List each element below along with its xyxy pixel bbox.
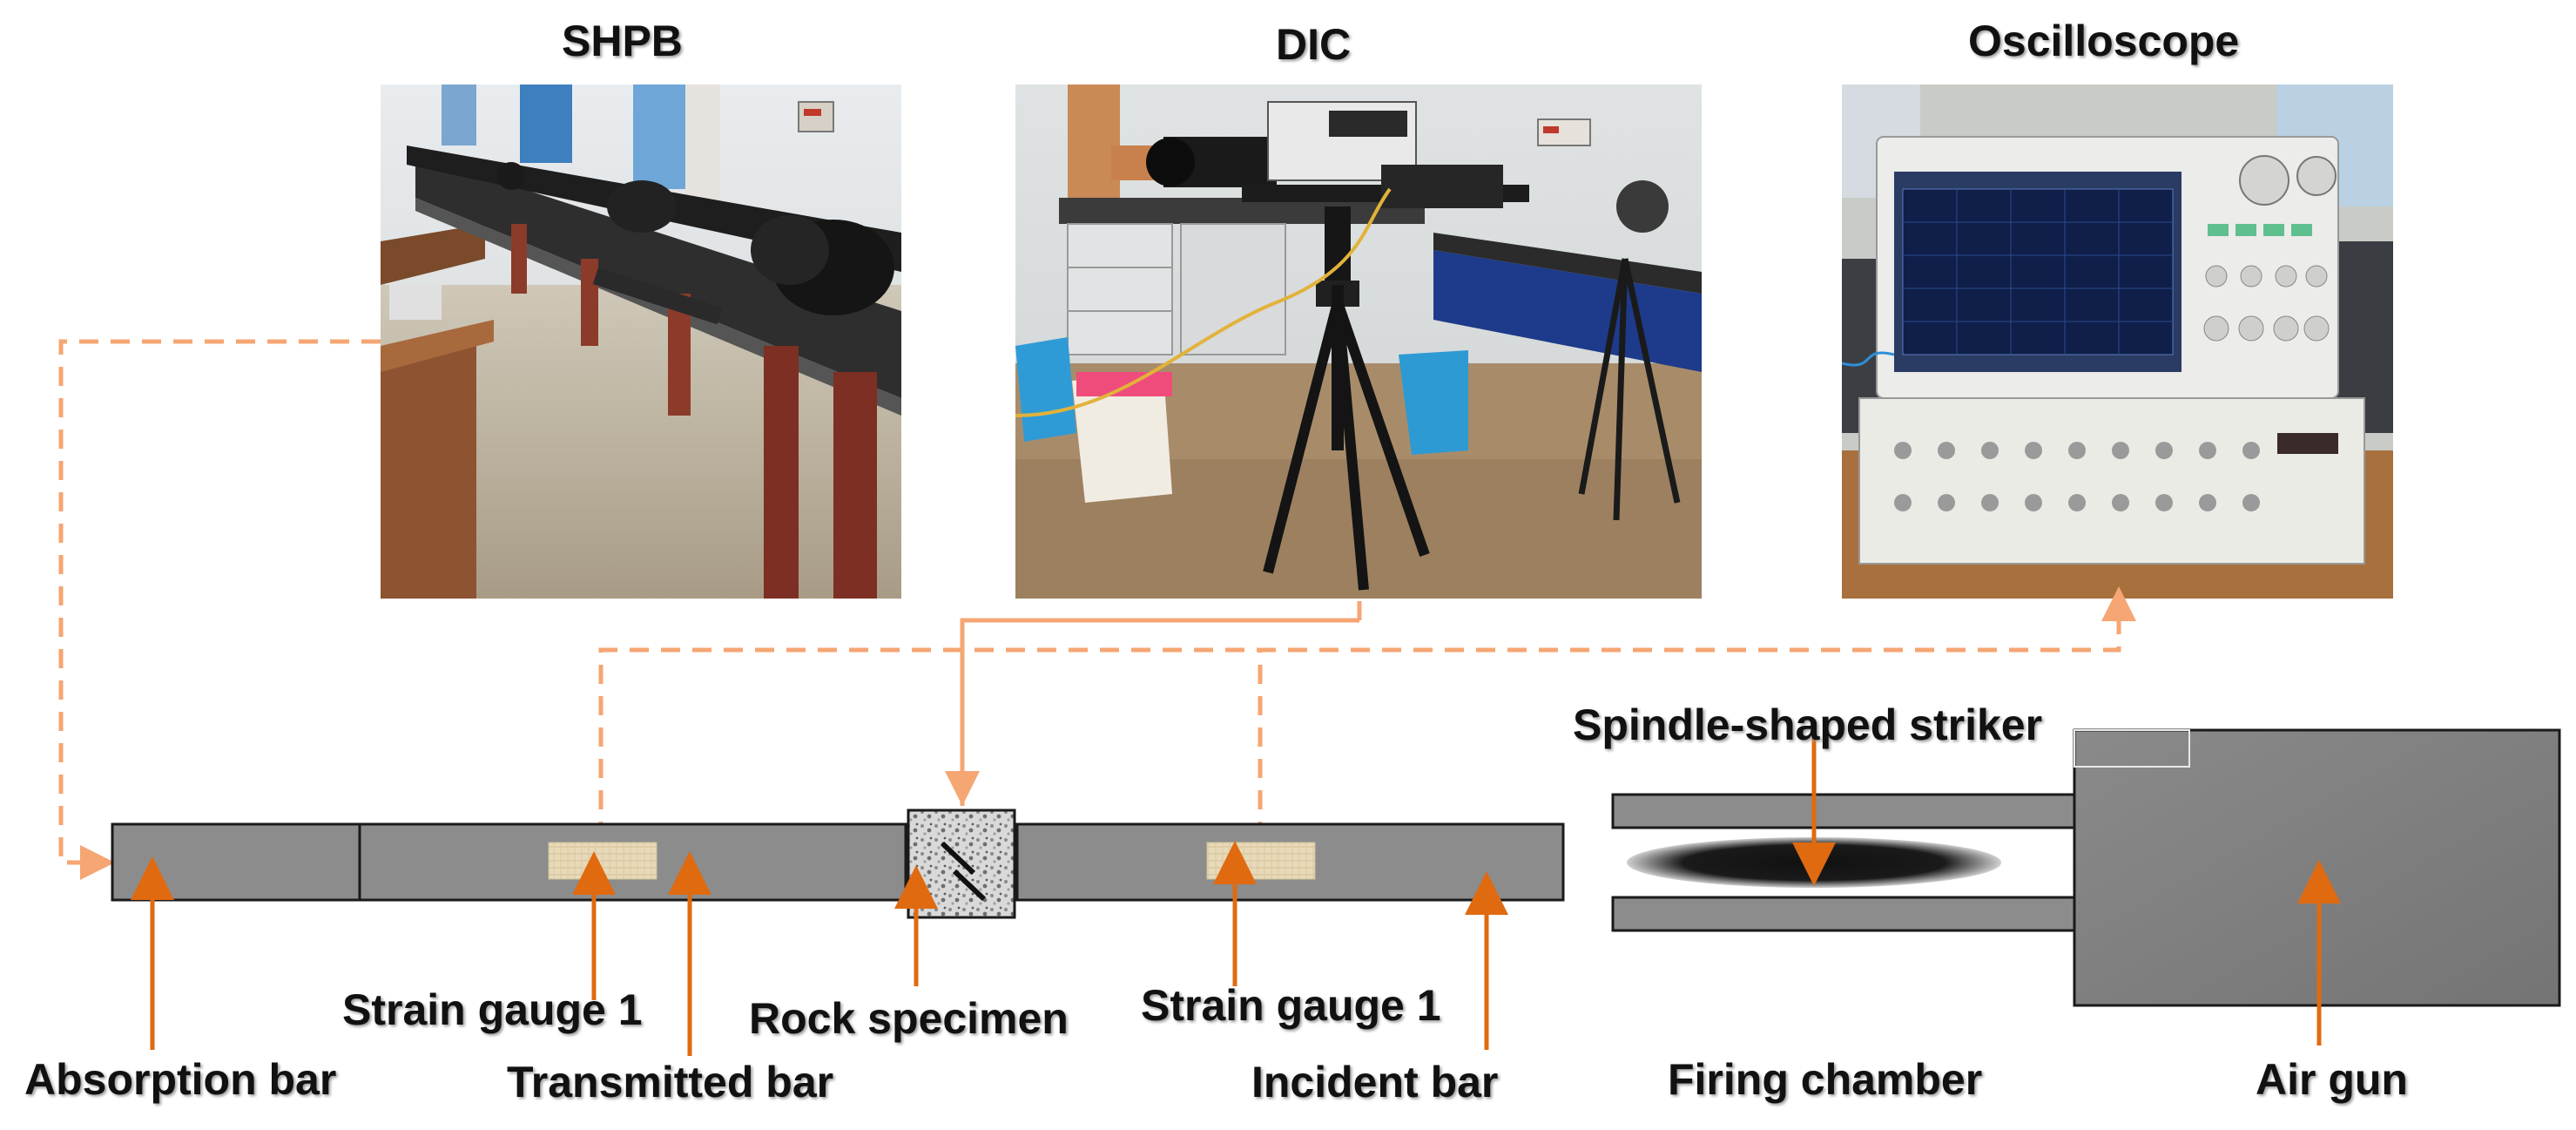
- firing-chamber-label: Firing chamber: [1668, 1055, 1983, 1104]
- pointer-arrows: [131, 732, 2341, 1056]
- oscilloscope-photo: [1842, 85, 2393, 599]
- absorption-bar: [111, 822, 361, 902]
- transmitted-bar-label: Transmitted bar: [507, 1058, 834, 1106]
- strain-gauge-incident: [1206, 842, 1316, 880]
- shpb-title: SHPB: [562, 17, 683, 65]
- strain-gauge-right-label: Strain gauge 1: [1141, 981, 1441, 1030]
- strain-gauge-left-label: Strain gauge 1: [342, 985, 643, 1034]
- air-gun-label: Air gun: [2256, 1055, 2408, 1104]
- spindle-striker-label: Spindle-shaped striker: [1573, 700, 2043, 749]
- rock-specimen-label: Rock specimen: [749, 994, 1069, 1043]
- dic-title: DIC: [1276, 20, 1352, 69]
- firing-chamber: [1611, 793, 2076, 932]
- bar-assembly: [111, 809, 1565, 919]
- oscilloscope-title: Oscilloscope: [1968, 17, 2240, 65]
- strain-gauge-transmitted: [548, 842, 657, 880]
- shpb-photo: [381, 85, 901, 599]
- absorption-bar-label: Absorption bar: [24, 1055, 337, 1104]
- dic-photo: [1015, 85, 1702, 599]
- dashed-connection-lines: [58, 339, 2136, 880]
- incident-bar-label: Incident bar: [1251, 1058, 1499, 1106]
